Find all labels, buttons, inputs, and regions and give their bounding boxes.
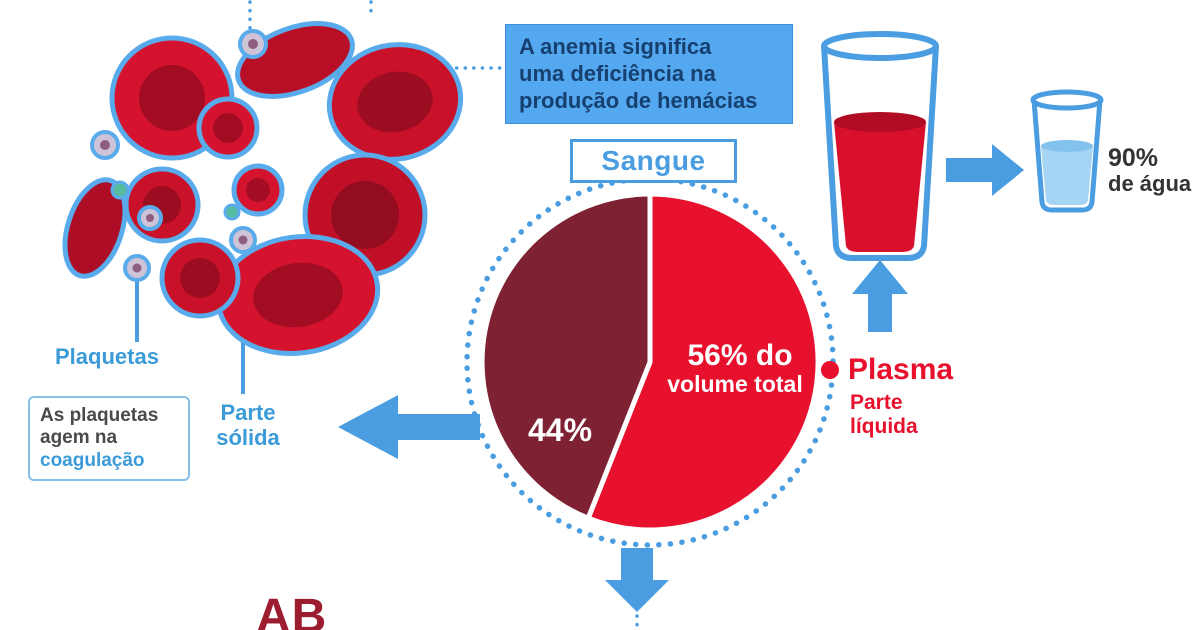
arrow-right-icon (946, 144, 1024, 196)
solid-part-line: sólida (216, 425, 280, 451)
blood-cell-center (246, 178, 270, 202)
beaker-rim (1030, 89, 1104, 111)
water-liquid-surface (1041, 140, 1093, 152)
plasma-sublabel: Parte líquida (850, 391, 918, 438)
flow-arrows (338, 144, 1024, 612)
arrow-down-icon (605, 548, 669, 612)
platelets-note-box: As plaquetas agem na coagulação (28, 396, 190, 482)
water-beaker (1030, 89, 1104, 213)
arrow-up-icon (852, 260, 908, 332)
platelets-note-line: agem na (40, 427, 118, 449)
platelet-center (238, 235, 248, 245)
pie-label-56-line2: volume total (667, 371, 803, 397)
plasma-connector-dot (821, 361, 839, 379)
plasma-sublabel-line: Parte (850, 391, 903, 414)
blood-cell-center (357, 71, 433, 133)
blood-cell-center (213, 113, 243, 143)
pie-slice-plasma (585, 191, 821, 533)
pie-chart (479, 191, 821, 533)
blood-cell (62, 177, 128, 279)
blood-cell-center (253, 262, 343, 328)
anemia-callout: A anemia significa uma deficiência na pr… (505, 24, 793, 125)
platelets-label: Plaquetas (55, 344, 159, 369)
sangue-title-box: Sangue (570, 139, 737, 183)
platelets-illustration (90, 29, 268, 282)
platelets-note-line: As plaquetas (40, 405, 159, 426)
plasma-liquid-surface (834, 112, 926, 132)
plasma-label: Plasma (848, 353, 954, 386)
water-label: de água (1108, 171, 1192, 196)
plasma-beaker (821, 31, 939, 261)
solid-part-line: Parte (220, 400, 276, 425)
blood-cell-center (331, 181, 399, 249)
anemia-callout-line: uma deficiência na (519, 60, 716, 86)
blood-cells-illustration (62, 21, 464, 357)
pie-label-44: 44% (527, 412, 593, 448)
plasma-liquid (834, 122, 926, 252)
plasma-sublabel-line: líquida (850, 414, 918, 438)
platelet-center (146, 214, 154, 222)
cell-dot (110, 180, 130, 200)
arrow-left-icon (338, 395, 480, 459)
pie-label-56-line1: 56% do (687, 339, 793, 372)
anemia-callout-line: produção de hemácias (519, 87, 758, 113)
pie-slice-solid (479, 191, 653, 521)
water-liquid (1041, 146, 1093, 205)
blood-type-ab-label: AB (256, 590, 328, 630)
platelet-center (248, 39, 258, 49)
platelet-center (100, 140, 110, 150)
water-percentage: 90% (1108, 144, 1159, 172)
platelet-center (132, 263, 142, 273)
dotted-connector-lines (248, 0, 639, 630)
blood-cell-center (180, 258, 220, 298)
beaker-rim (821, 31, 939, 61)
solid-part-label: Parte sólida (206, 400, 290, 451)
blood-cell-center (139, 65, 205, 131)
anemia-callout-line: A anemia significa (519, 34, 712, 59)
platelets-note-coagulacao: coagulação (40, 449, 145, 471)
cell-dot (223, 203, 241, 221)
sangue-title: Sangue (601, 145, 706, 176)
